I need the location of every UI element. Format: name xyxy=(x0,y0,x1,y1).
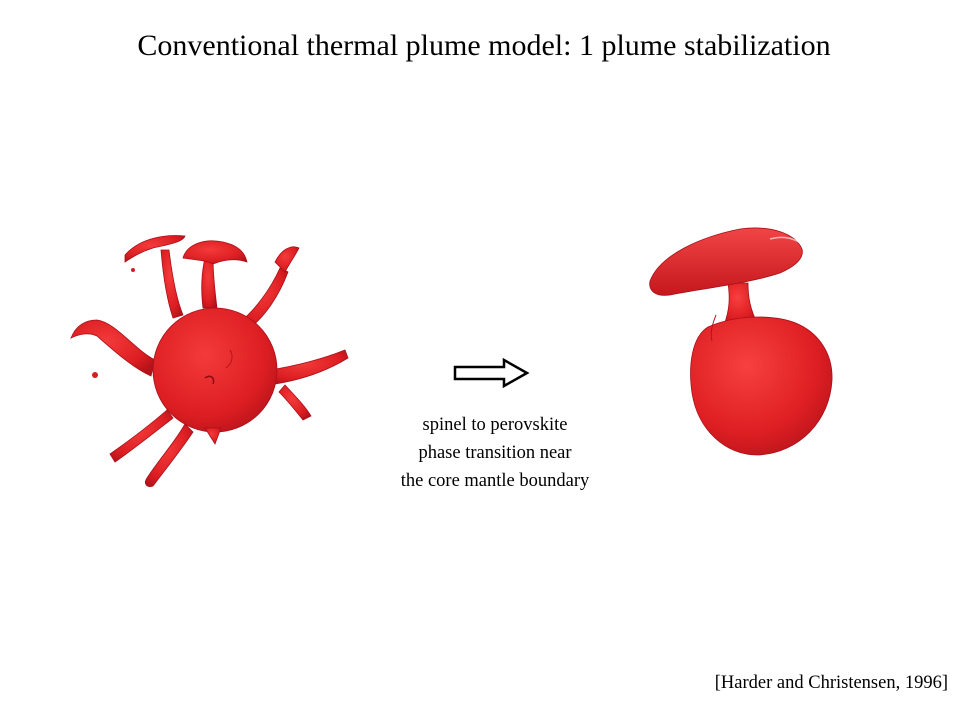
caption-line-2: phase transition near xyxy=(418,443,572,463)
multi-plume-figure xyxy=(55,210,355,505)
citation: [Harder and Christensen, 1996] xyxy=(714,673,948,693)
single-plume-figure xyxy=(630,215,875,475)
caption-line-3: the core mantle boundary xyxy=(400,471,590,491)
caption-line-1: spinel to perovskite xyxy=(422,415,568,435)
right-arrow-icon xyxy=(453,358,530,388)
transition-caption: spinel to perovskite phase transition ne… xyxy=(330,411,660,495)
slide-title: Conventional thermal plume model: 1 plum… xyxy=(137,29,831,62)
